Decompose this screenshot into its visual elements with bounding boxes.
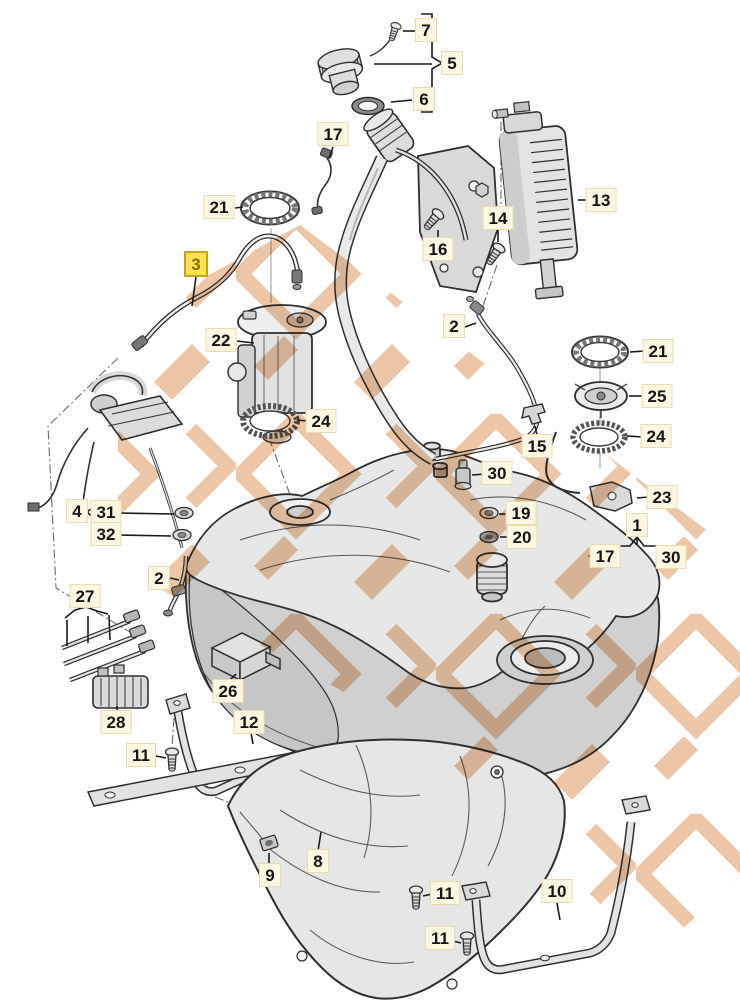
callout-4[interactable]: 4 — [66, 499, 88, 523]
callout-17b[interactable]: 17 — [589, 544, 621, 568]
callout-21[interactable]: 21 — [203, 195, 235, 219]
callout-1[interactable]: 1 — [626, 513, 648, 537]
callout-2b[interactable]: 2 — [148, 566, 170, 590]
callout-23[interactable]: 23 — [646, 485, 678, 509]
callout-11c[interactable]: 11 — [425, 926, 455, 950]
callout-31[interactable]: 31 — [90, 500, 122, 524]
nut-9 — [259, 834, 279, 852]
fuel-lines-27 — [61, 609, 156, 683]
callout-15[interactable]: 15 — [521, 434, 553, 458]
callout-21b[interactable]: 21 — [642, 339, 674, 363]
carbon-canister-13 — [491, 100, 579, 300]
flange-cap-25 — [574, 381, 628, 418]
connector-block-28 — [92, 664, 149, 709]
callout-26[interactable]: 26 — [212, 679, 244, 703]
callout-30a[interactable]: 30 — [481, 461, 513, 485]
callout-7[interactable]: 7 — [415, 18, 437, 42]
callout-32[interactable]: 32 — [90, 522, 122, 546]
callout-24a[interactable]: 24 — [305, 409, 337, 433]
ring-21b — [571, 335, 629, 369]
callout-11b[interactable]: 11 — [430, 881, 460, 905]
filler-cap-5 — [317, 48, 364, 96]
callout-2a[interactable]: 2 — [443, 314, 465, 338]
callout-10[interactable]: 10 — [541, 879, 573, 903]
callout-30b[interactable]: 30 — [655, 545, 687, 569]
callout-25[interactable]: 25 — [641, 384, 673, 408]
callout-19[interactable]: 19 — [505, 501, 537, 525]
callout-16[interactable]: 16 — [422, 237, 454, 261]
callout-13[interactable]: 13 — [585, 188, 617, 212]
callout-11a[interactable]: 11 — [126, 743, 156, 767]
screw-7 — [385, 20, 403, 43]
screw-11a — [164, 747, 180, 772]
callout-8[interactable]: 8 — [307, 849, 329, 873]
callout-12[interactable]: 12 — [233, 710, 265, 734]
callout-27[interactable]: 27 — [69, 584, 101, 608]
callout-5[interactable]: 5 — [441, 51, 463, 75]
callout-6[interactable]: 6 — [413, 87, 435, 111]
callout-9[interactable]: 9 — [259, 863, 281, 887]
callout-22[interactable]: 22 — [205, 328, 237, 352]
callout-17[interactable]: 17 — [317, 122, 349, 146]
callout-14[interactable]: 14 — [482, 206, 514, 230]
callout-3-highlighted[interactable]: 3 — [184, 251, 208, 277]
callout-20[interactable]: 20 — [506, 525, 538, 549]
ring-21a — [240, 190, 300, 226]
seal-ring-6 — [351, 96, 385, 116]
callout-28[interactable]: 28 — [100, 710, 132, 734]
callout-24b[interactable]: 24 — [640, 424, 672, 448]
